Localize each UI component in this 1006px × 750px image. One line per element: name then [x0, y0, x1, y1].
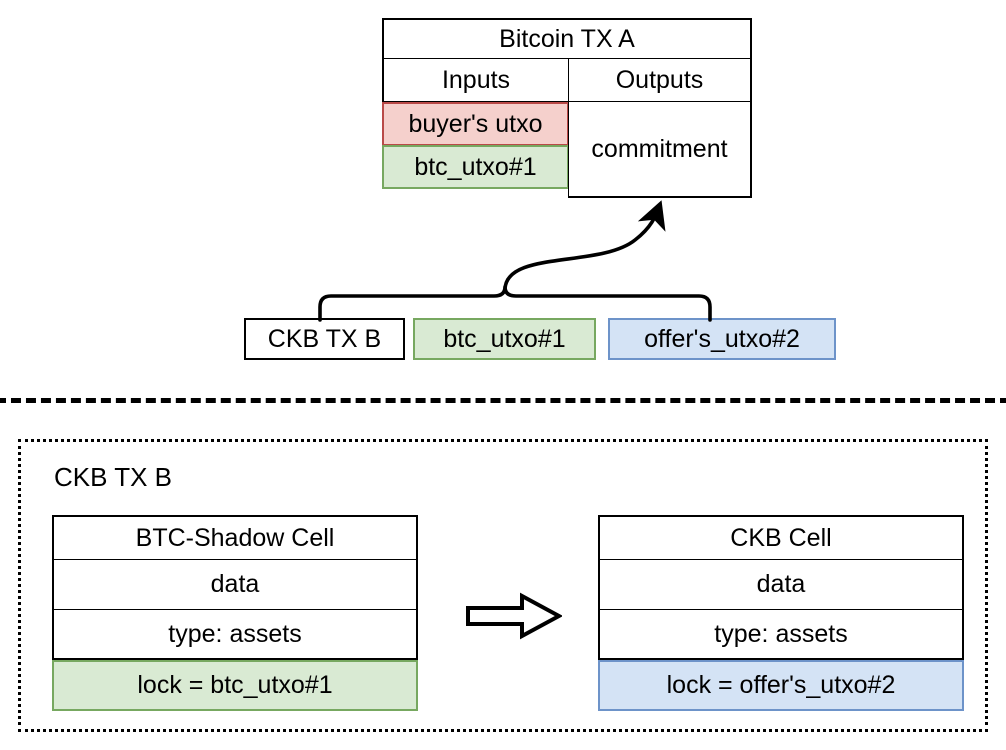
ckb-cell-table: CKB Cell data type: assets lock = offer'…	[598, 515, 964, 711]
ckb-cell-type-row: type: assets	[598, 609, 964, 660]
ckb-cell-title: CKB Cell	[598, 515, 964, 560]
ckb-cell-lock-row: lock = offer's_utxo#2	[598, 660, 964, 711]
ckb-tx-b-panel-title: CKB TX B	[54, 462, 173, 492]
section-divider	[0, 398, 1006, 403]
bitcoin-tx-a-table: Bitcoin TX A Inputs Outputs buyer's utxo…	[382, 18, 752, 198]
btc-shadow-cell-type-row: type: assets	[52, 609, 418, 660]
ckb-tx-b-ref-offers-utxo-2: offer's_utxo#2	[608, 318, 836, 360]
ckb-tx-b-ref-btc-utxo-1: btc_utxo#1	[413, 318, 596, 360]
ckb-tx-b-strip-name: CKB TX B	[244, 318, 405, 360]
btc-shadow-cell-title: BTC-Shadow Cell	[52, 515, 418, 560]
bitcoin-tx-a-inputs-header: Inputs	[382, 58, 569, 103]
transform-right-arrow-icon	[466, 592, 562, 640]
ckb-cell-data-row: data	[598, 559, 964, 610]
bitcoin-tx-a-input-buyers-utxo: buyer's utxo	[382, 102, 569, 146]
btc-shadow-cell-data-row: data	[52, 559, 418, 610]
bitcoin-tx-a-outputs-header: Outputs	[568, 58, 752, 103]
bitcoin-tx-a-title: Bitcoin TX A	[382, 18, 752, 59]
bitcoin-tx-a-input-btc-utxo-1: btc_utxo#1	[382, 145, 569, 189]
btc-shadow-cell-lock-row: lock = btc_utxo#1	[52, 660, 418, 711]
bitcoin-tx-a-output-commitment: commitment	[568, 102, 752, 198]
btc-shadow-cell-table: BTC-Shadow Cell data type: assets lock =…	[52, 515, 418, 711]
